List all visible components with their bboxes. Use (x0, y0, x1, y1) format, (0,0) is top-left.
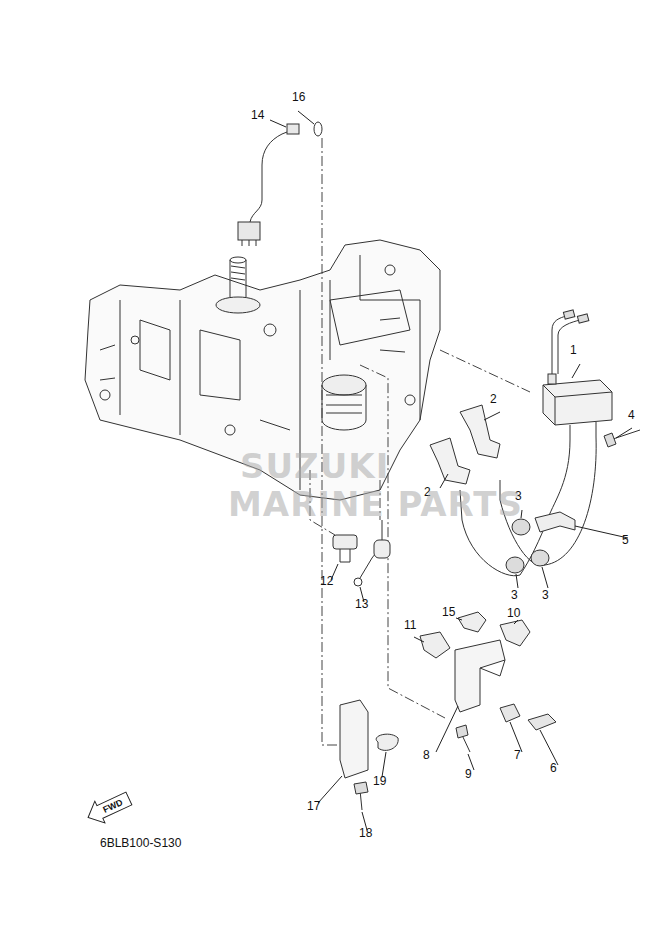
callout-number: 15 (442, 605, 455, 619)
callout-number: 7 (514, 748, 521, 762)
callout-number: 13 (355, 597, 368, 611)
callout-number: 17 (307, 799, 320, 813)
callout-number: 3 (511, 588, 518, 602)
callout-number: 8 (423, 748, 430, 762)
watermark: SUZUKI (240, 448, 389, 484)
callout-number: 10 (507, 606, 520, 620)
callout-number: 5 (622, 533, 629, 547)
callout-number: 16 (292, 90, 305, 104)
callout-number: 9 (465, 767, 472, 781)
callout-number: 3 (542, 588, 549, 602)
callout-number: 12 (320, 574, 333, 588)
callout-number: 1 (570, 343, 577, 357)
callout-number: 18 (359, 826, 372, 840)
callout-number: 4 (628, 408, 635, 422)
diagram-code: 6BLB100-S130 (100, 836, 181, 850)
callout-number: 11 (404, 618, 416, 632)
callout-number: 19 (373, 774, 386, 788)
callout-number: 2 (490, 392, 497, 406)
watermark: MARINE PARTS (228, 486, 523, 522)
callout-number: 14 (251, 108, 264, 122)
callout-number: 6 (550, 761, 557, 775)
forward-arrow: FWD (82, 786, 136, 829)
